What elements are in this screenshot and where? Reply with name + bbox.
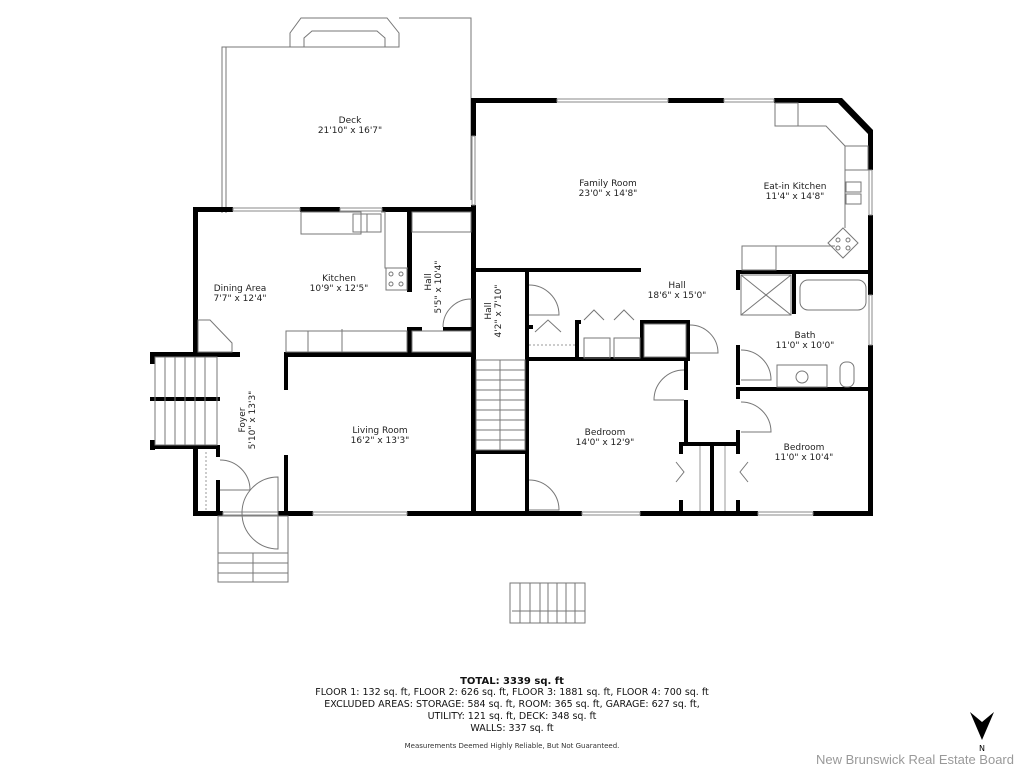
room-bedroom2-name: Bedroom [784,443,825,453]
room-kitchen-name: Kitchen [322,274,356,284]
disclaimer: Measurements Deemed Highly Reliable, But… [404,742,620,750]
room-living-dims: 16'2" x 13'3" [351,436,410,446]
kitchen-fixtures [197,211,472,353]
room-eatin-name: Eat-in Kitchen [764,182,827,192]
room-foyer-dims: 5'10" x 13'3" [248,391,258,450]
eat-in-kitchen-fixtures [741,102,869,271]
room-eatin-dims: 11'4" x 14'8" [766,192,825,202]
hall-fixtures [528,284,749,511]
room-deck-dims: 21'10" x 16'7" [318,126,382,136]
room-bedroom1-dims: 14'0" x 12'9" [576,438,635,448]
floor-areas: FLOOR 1: 132 sq. ft, FLOOR 2: 626 sq. ft… [315,687,709,698]
room-foyer-name: Foyer [238,407,248,432]
room-hall1-name: Hall [424,273,434,290]
windows [222,98,873,516]
excluded-areas-2: UTILITY: 121 sq. ft, DECK: 348 sq. ft [427,711,597,722]
room-hall2-dims: 4'2" x 7'10" [494,285,504,338]
bath-fixtures [740,274,867,433]
excluded-areas-1: EXCLUDED AREAS: STORAGE: 584 sq. ft, ROO… [324,699,700,710]
room-bedroom2-dims: 11'0" x 10'4" [775,453,834,463]
room-bath-name: Bath [795,331,816,341]
foyer-fixtures [154,356,289,583]
room-family-dims: 23'0" x 14'8" [579,189,638,199]
room-bedroom1-name: Bedroom [585,428,626,438]
stairs-interior [475,359,560,511]
deck [221,17,474,213]
room-kitchen-dims: 10'9" x 12'5" [310,284,369,294]
room-hall2-name: Hall [484,302,494,319]
stairs-exterior [509,582,586,624]
room-family-name: Family Room [579,179,636,189]
north-arrow-icon: N [968,712,996,753]
room-hall3-name: Hall [668,281,685,291]
room-labels: Deck 21'10" x 16'7" Family Room 23'0" x … [214,116,835,463]
room-deck-name: Deck [339,116,362,126]
room-hall3-dims: 18'6" x 15'0" [648,291,707,301]
room-dining-dims: 7'7" x 12'4" [214,294,267,304]
north-label: N [979,744,985,752]
room-living-name: Living Room [352,426,407,436]
room-dining-name: Dining Area [214,284,267,294]
walls [150,98,873,516]
watermark: New Brunswick Real Estate Board [816,752,1014,767]
total-area: TOTAL: 3339 sq. ft [460,676,564,687]
walls-area: WALLS: 337 sq. ft [470,723,554,734]
room-bath-dims: 11'0" x 10'0" [776,341,835,351]
room-hall1-dims: 5'5" x 10'4" [434,261,444,314]
